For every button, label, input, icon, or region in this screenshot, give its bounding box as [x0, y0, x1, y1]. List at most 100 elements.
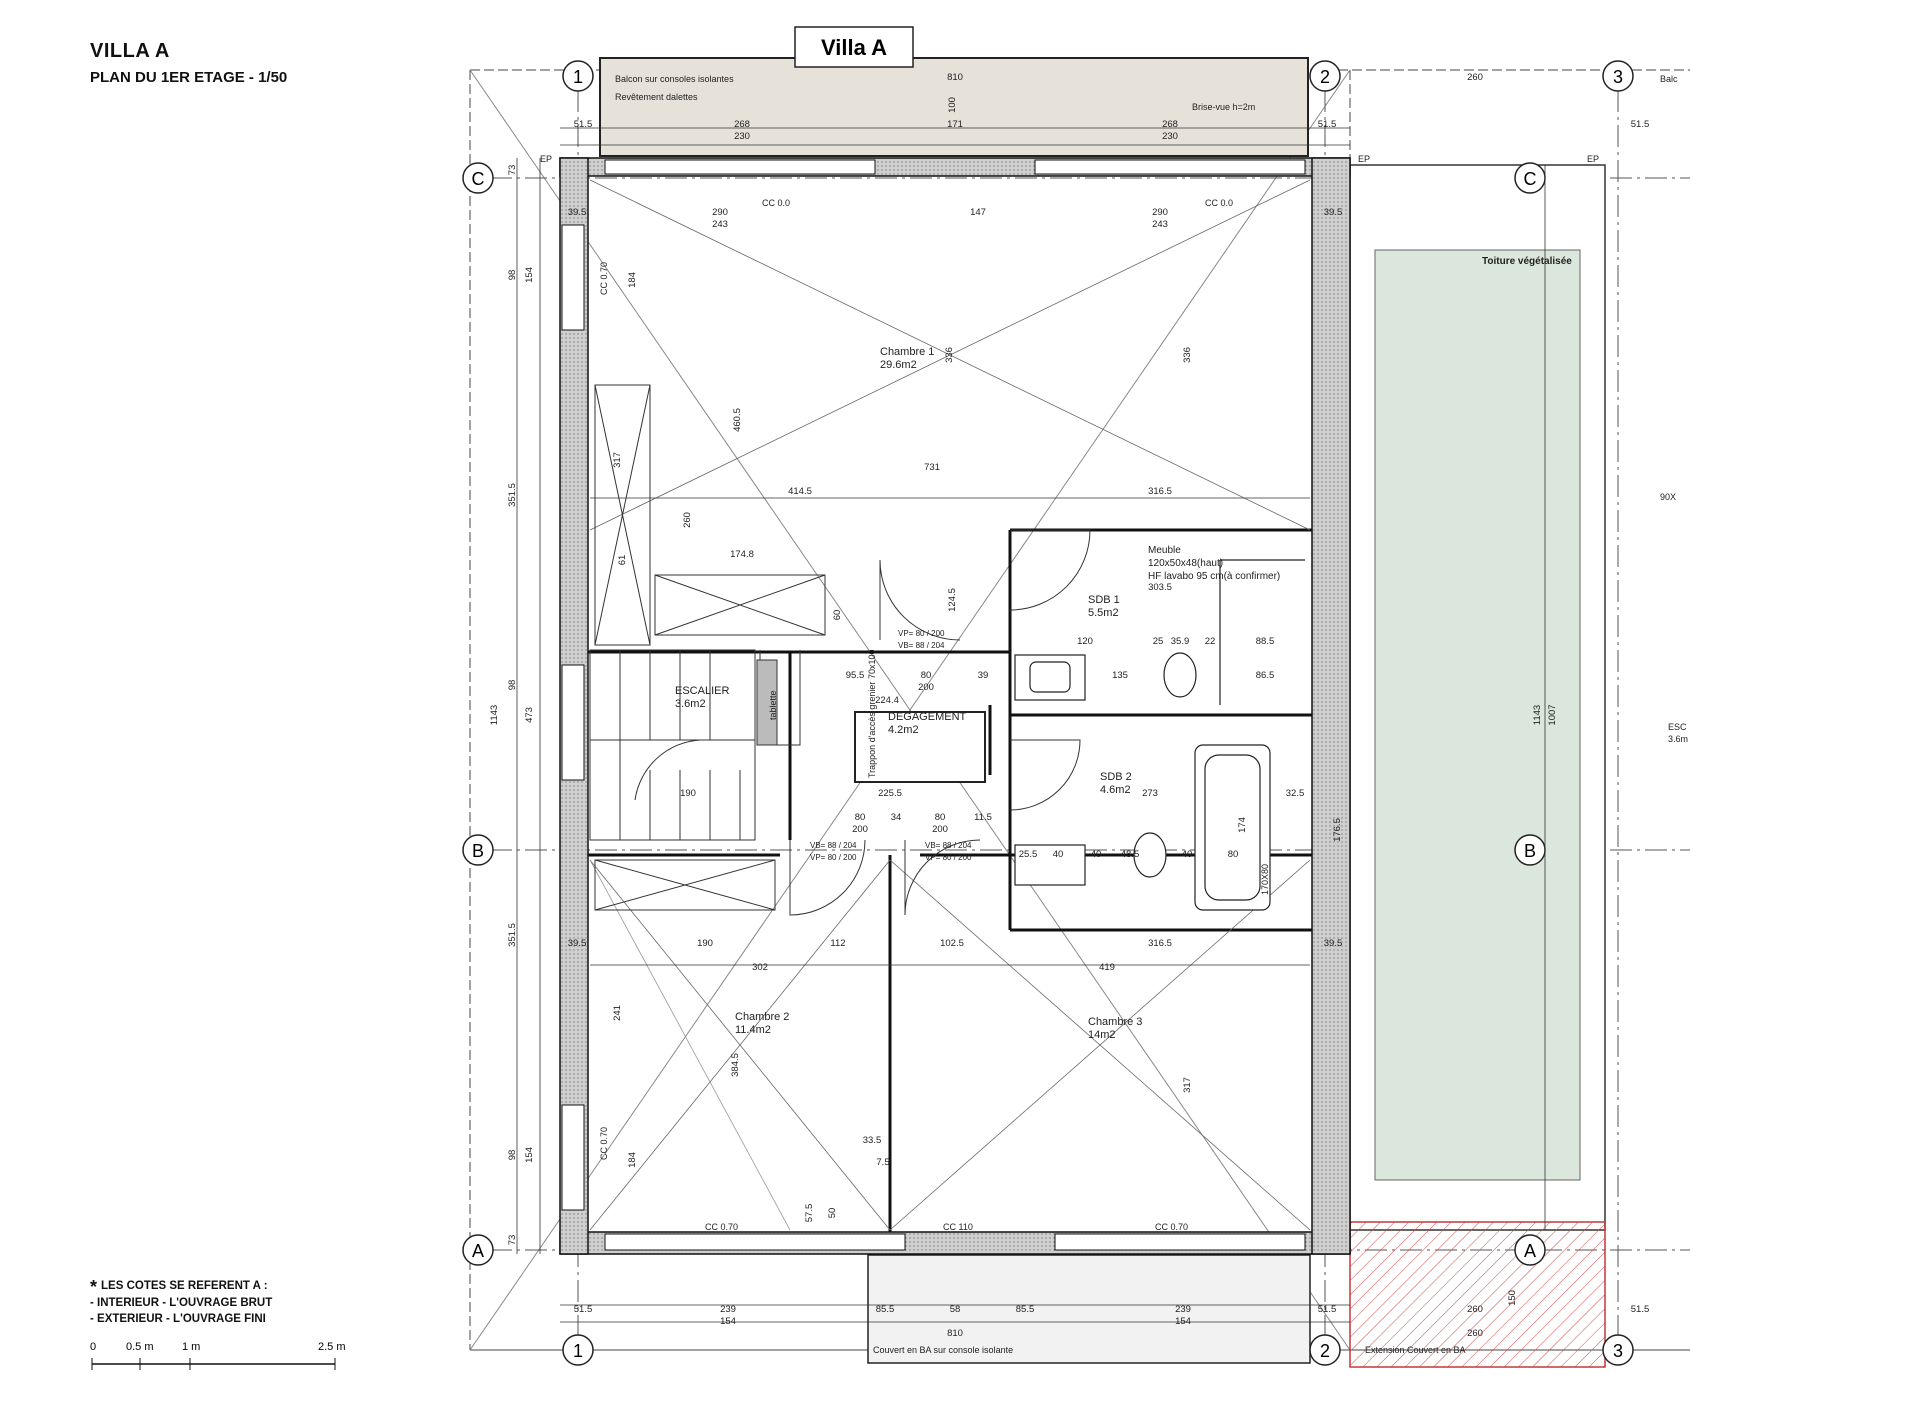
dim-left-351-5-top: 351.5 [507, 483, 518, 507]
covered-terrace [867, 1254, 1311, 1364]
dim-95-5: 95.5 [846, 670, 865, 681]
notes-block: *LES COTES SE REFERENT A : - INTERIEUR -… [90, 1278, 272, 1327]
dim-bot-810: 810 [947, 1328, 963, 1339]
right-esc-note: ESC [1668, 722, 1687, 732]
axis-bubble-B-mid: B [1514, 834, 1546, 866]
dim-top-51-5-far: 51.5 [1631, 119, 1650, 130]
axis-bubble-C-left: C [462, 162, 494, 194]
dim-384-5: 384.5 [730, 1053, 741, 1077]
dim-120: 120 [1077, 636, 1093, 647]
dim-80-bath: 80 [1228, 849, 1239, 860]
dim-bot-85-5-right: 85.5 [1016, 1304, 1035, 1315]
ep-left: EP [540, 154, 552, 164]
dim-224-4: 224.4 [875, 695, 899, 706]
svg-text:1: 1 [573, 67, 583, 87]
dim-174: 174 [1237, 817, 1248, 833]
right-esc-area: 3.6m [1668, 734, 1688, 744]
room-sdb2-area: 4.6m2 [1100, 784, 1131, 796]
green-roof [1374, 249, 1581, 1181]
dim-80-b: 80 [855, 812, 866, 823]
dim-273: 273 [1142, 788, 1158, 799]
axis-bubble-2-top: 2 [1309, 60, 1341, 92]
dim-88-5: 88.5 [1256, 636, 1275, 647]
sheet-header: VILLA A PLAN DU 1ER ETAGE - 1/50 [90, 40, 287, 86]
svg-text:2: 2 [1320, 1341, 1330, 1361]
axis-bubble-A-left: A [462, 1234, 494, 1266]
door-vb-2: VB= 88 / 204 [810, 841, 857, 850]
dim-302: 302 [752, 962, 768, 973]
room-sdb1-name: SDB 1 [1088, 594, 1120, 606]
villa-banner: Villa A [821, 35, 887, 60]
balcony-right-note: Balc [1660, 74, 1678, 84]
svg-text:C: C [472, 169, 485, 189]
dim-bot-51-5-left: 51.5 [574, 1304, 593, 1315]
room-escalier-name: ESCALIER [675, 685, 729, 697]
dim-bot-51-5-right: 51.5 [1318, 1304, 1337, 1315]
tablette-label: tablette [768, 690, 778, 720]
door-vp-1: VP= 80 / 200 [898, 629, 945, 638]
dim-200-b: 200 [852, 824, 868, 835]
revetement-note: Revêtement dalettes [615, 92, 698, 102]
dim-102-5: 102.5 [940, 938, 964, 949]
dim-39-5-b-left: 39.5 [568, 938, 587, 949]
dim-316-5-bot: 316.5 [1148, 938, 1172, 949]
dim-174-8: 174.8 [730, 549, 754, 560]
dim-left-98-mid: 98 [507, 680, 518, 691]
scale-label-0-5: 0.5 m [126, 1341, 154, 1353]
drawing-subtitle: PLAN DU 1ER ETAGE - 1/50 [90, 69, 288, 86]
dim-190-b: 190 [697, 938, 713, 949]
dim-184-bot: 184 [627, 1152, 638, 1168]
dim-top-51-5-right: 51.5 [1318, 119, 1337, 130]
room-chambre2-name: Chambre 2 [735, 1011, 789, 1023]
dim-bot-239-left: 239 [720, 1304, 736, 1315]
axis-bubble-A-mid: A [1514, 1234, 1546, 1266]
dim-1007: 1007 [1547, 704, 1558, 725]
notes-star: * [90, 1277, 98, 1297]
dim-32-5: 32.5 [1286, 788, 1305, 799]
dim-57-5: 57.5 [804, 1204, 815, 1223]
dim-336-left: 336 [944, 347, 955, 363]
room-toiture-name: Toiture végétalisée [1482, 256, 1572, 267]
dim-top-260: 260 [1467, 72, 1483, 83]
extension-note: Extension Couvert en BA [1365, 1345, 1466, 1355]
couvert-note: Couvert en BA sur console isolante [873, 1345, 1013, 1355]
doors [789, 529, 1091, 916]
dim-80-a: 80 [921, 670, 932, 681]
room-chambre1-area: 29.6m2 [880, 359, 917, 371]
room-escalier-area: 3.6m2 [675, 698, 706, 710]
dim-left-154-top: 154 [524, 267, 535, 283]
axis-bubble-B-left: B [462, 834, 494, 866]
dim-bot-154-right: 154 [1175, 1316, 1191, 1327]
door-vp-3: VP= 80 / 200 [925, 853, 972, 862]
scale-label-0: 0 [90, 1341, 96, 1353]
svg-text:1: 1 [573, 1341, 583, 1361]
dim-11-5: 11.5 [974, 812, 992, 823]
scale-label-2-5: 2.5 m [318, 1341, 346, 1353]
cc-top-left: CC 0.0 [762, 198, 790, 208]
interior-walls [588, 528, 1312, 1232]
dim-int-39-5-right: 39.5 [1324, 207, 1343, 218]
axis-bubble-1-bottom: 1 [562, 1334, 594, 1366]
dim-25-a: 25 [1153, 636, 1164, 647]
dim-317-bot: 317 [1182, 1077, 1193, 1093]
dim-336-right: 336 [1182, 347, 1193, 363]
dim-184-top: 184 [627, 272, 638, 288]
room-chambre1-name: Chambre 1 [880, 346, 934, 358]
dim-731: 731 [924, 462, 940, 473]
dim-top-100: 100 [947, 97, 958, 113]
dim-80-c: 80 [935, 812, 946, 823]
room-diagonals [589, 179, 1311, 1231]
trappon-outline [854, 711, 986, 783]
dim-39: 39 [978, 670, 989, 681]
dim-int-147: 147 [970, 207, 986, 218]
axis-bubble-2-bottom: 2 [1309, 1334, 1341, 1366]
extension-area [1349, 1221, 1606, 1368]
dimension-lines [516, 127, 1546, 1323]
room-chambre3-name: Chambre 3 [1088, 1016, 1142, 1028]
annotations: Balcon sur consoles isolantes Revêtement… [540, 74, 1688, 1355]
dimension-texts: 810 51.5 268 230 171 268 230 51.5 260 51… [568, 72, 1650, 1339]
axis-bubble-3-top: 3 [1602, 60, 1634, 92]
scale-label-1: 1 m [182, 1341, 200, 1353]
grid-bubbles: 1 2 3 1 2 3 C B A C B A [462, 60, 1634, 1366]
